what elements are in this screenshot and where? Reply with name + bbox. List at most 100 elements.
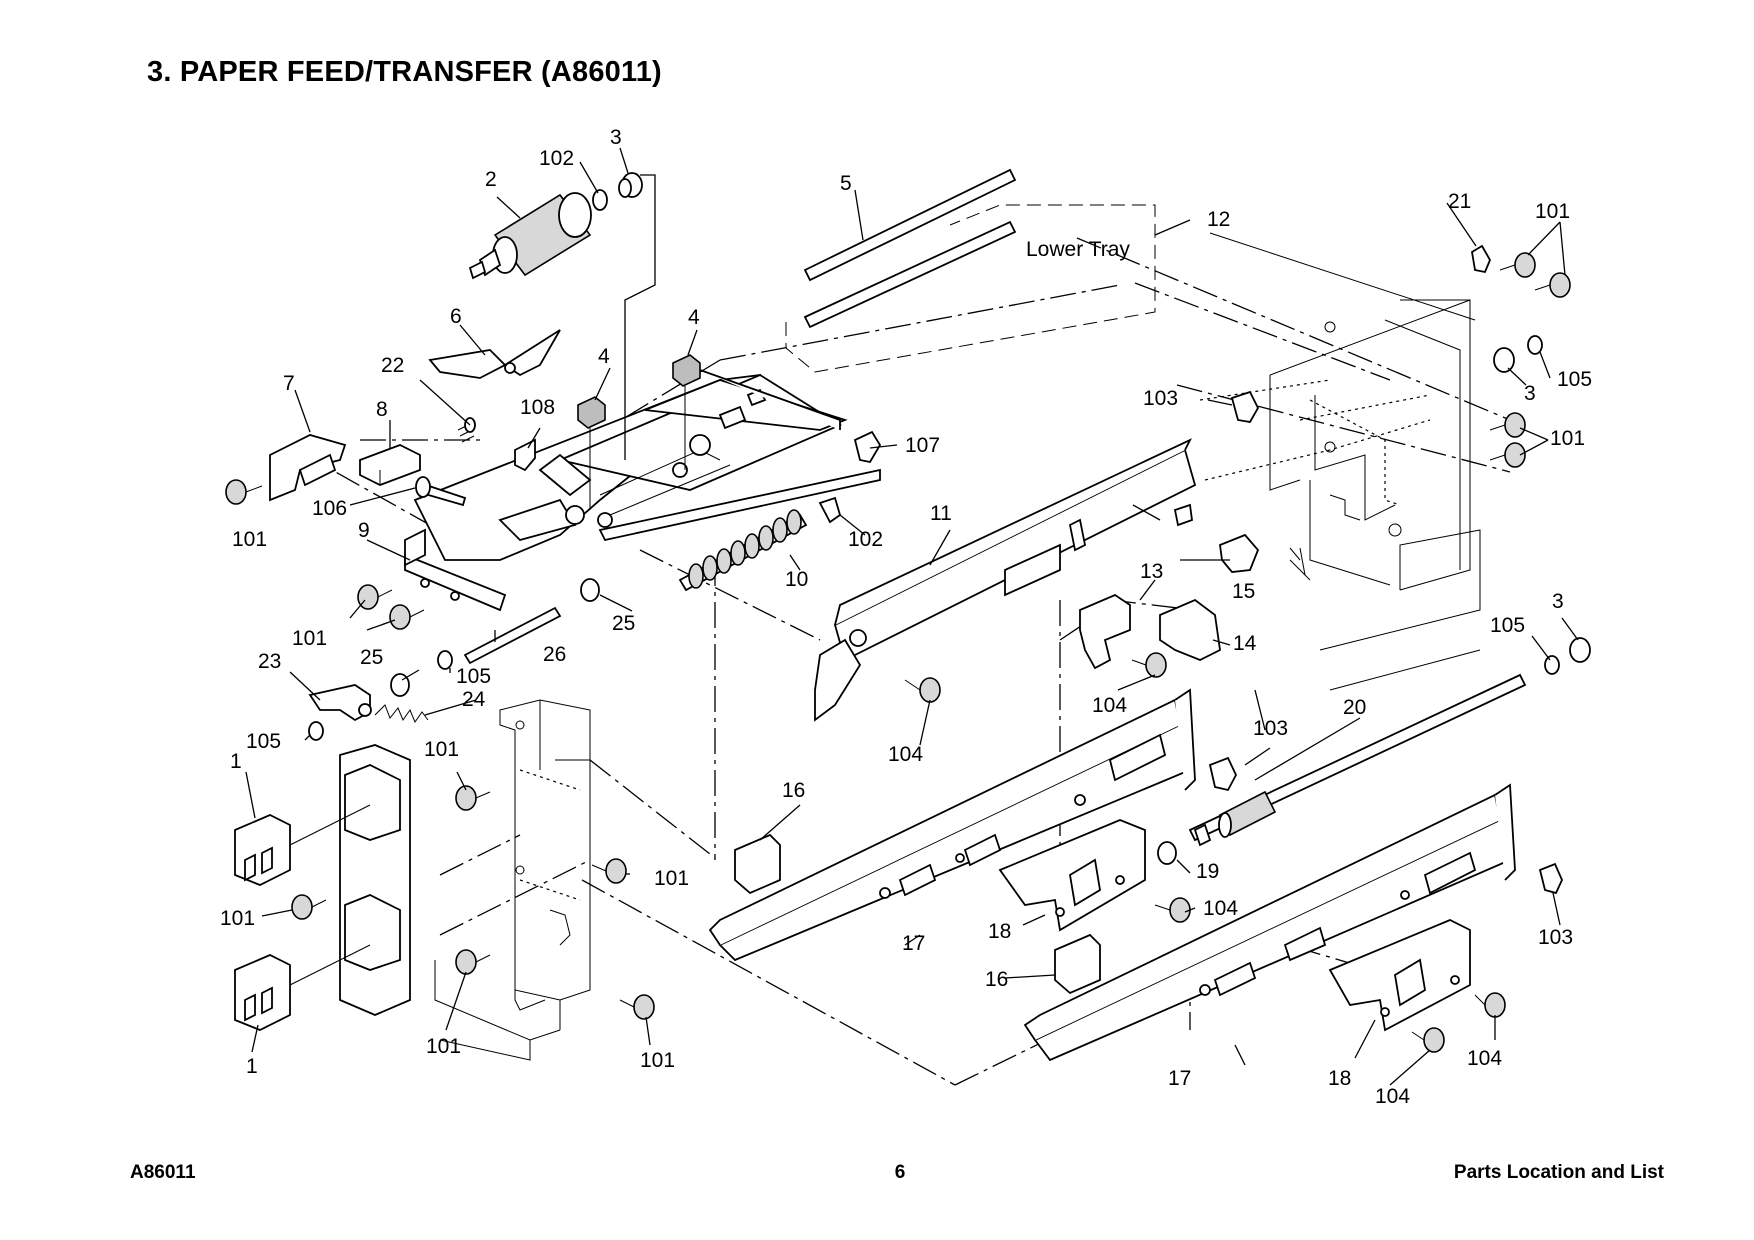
upper-guide-plate-assembly (413, 369, 881, 561)
bushing-25-left (390, 673, 410, 697)
label-10: 10 (785, 568, 808, 591)
label-20: 20 (1343, 696, 1366, 719)
label-105: 105 (456, 665, 491, 688)
label-105: 105 (1490, 614, 1525, 637)
bushing-19 (1157, 841, 1177, 865)
label-101: 101 (292, 627, 327, 650)
screws (225, 252, 1571, 1053)
label-5: 5 (840, 172, 852, 195)
footer-section-title: Parts Location and List (1453, 1162, 1664, 1183)
label-8: 8 (376, 398, 388, 421)
label-25: 25 (612, 612, 635, 635)
connector-holder (289, 744, 411, 1016)
label-2: 2 (485, 168, 497, 191)
label-107: 107 (905, 434, 940, 457)
label-105: 105 (1557, 368, 1592, 391)
bracket-13 (1079, 593, 1131, 670)
bushing-25-right (580, 578, 600, 602)
e-ring-102-top (592, 189, 608, 211)
label-16: 16 (985, 968, 1008, 991)
label-21: 21 (1448, 190, 1471, 213)
screw-106 (415, 476, 467, 507)
gear-2 (468, 192, 592, 280)
label-101: 101 (1535, 200, 1570, 223)
label-3: 3 (1524, 382, 1536, 405)
label-104: 104 (1092, 694, 1127, 717)
guide-plate-11 (814, 438, 1197, 722)
page-title: 3. PAPER FEED/TRANSFER (A86011) (147, 56, 662, 88)
bracket-18-lower (1328, 919, 1471, 1032)
right-side-frame (1199, 232, 1481, 691)
leader-lines (245, 147, 1579, 1086)
label-22: 22 (381, 354, 404, 377)
lever-6 (428, 329, 561, 379)
label-103: 103 (1143, 387, 1178, 410)
bracket-9 (404, 528, 507, 612)
label-1: 1 (230, 750, 242, 773)
e-ring-105-right (1527, 335, 1560, 675)
footer-doc-code: A86011 (130, 1162, 196, 1183)
label-101: 101 (654, 867, 689, 890)
label-3: 3 (610, 126, 622, 149)
left-side-frame (434, 699, 591, 1061)
label-14: 14 (1233, 632, 1257, 655)
label-108: 108 (520, 396, 555, 419)
lower-tray-label: Lower Tray (1026, 238, 1130, 261)
spring-24 (374, 704, 429, 724)
clip-103-bottom (1538, 862, 1563, 895)
label-104: 104 (1467, 1047, 1502, 1070)
connector-1-lower (234, 954, 291, 1031)
label-18: 18 (1328, 1067, 1351, 1090)
label-16: 16 (782, 779, 805, 802)
label-25: 25 (360, 646, 383, 669)
label-26: 26 (543, 643, 566, 666)
label-15: 15 (1232, 580, 1255, 603)
label-6: 6 (450, 305, 462, 328)
label-101: 101 (424, 738, 459, 761)
label-18: 18 (988, 920, 1011, 943)
label-102: 102 (539, 147, 574, 170)
label-3: 3 (1552, 590, 1564, 613)
bushing-3-top (618, 172, 643, 198)
connector-16-lower (1054, 933, 1101, 995)
leader-3-frame (624, 174, 656, 460)
bracket-18-upper (998, 819, 1146, 932)
label-101: 101 (640, 1049, 675, 1072)
connector-1-upper (234, 814, 291, 886)
label-19: 19 (1196, 860, 1219, 883)
label-7: 7 (283, 372, 295, 395)
label-17: 17 (902, 932, 925, 955)
sensor-8 (359, 444, 421, 486)
label-101: 101 (1550, 427, 1585, 450)
bracket-7 (269, 434, 347, 502)
e-ring-102-right (818, 496, 842, 524)
shaft-20 (1188, 673, 1527, 847)
label-101: 101 (220, 907, 255, 930)
clip-107 (853, 430, 882, 464)
shaft-5 (803, 168, 1017, 329)
rail-17-lower (1023, 783, 1516, 1062)
label-102: 102 (848, 528, 883, 551)
clip-15 (1219, 533, 1260, 573)
e-ring-105-left (308, 650, 453, 741)
lever-23 (308, 684, 372, 722)
roller-10 (678, 509, 808, 592)
label-105: 105 (246, 730, 281, 753)
label-4: 4 (598, 345, 610, 368)
label-103: 103 (1253, 717, 1288, 740)
label-106: 106 (312, 497, 347, 520)
label-24: 24 (462, 688, 486, 711)
clip-103-mid (1208, 756, 1238, 792)
connector-16-upper (734, 833, 781, 895)
label-13: 13 (1140, 560, 1163, 583)
clip-21 (1471, 244, 1492, 274)
label-103: 103 (1538, 926, 1573, 949)
label-12: 12 (1207, 208, 1230, 231)
assembly-guide-lines (299, 237, 1511, 1086)
rail-17-upper (708, 688, 1196, 962)
bushing-3-right (1493, 347, 1591, 663)
clip-103-top (1230, 390, 1260, 423)
shaft-26 (463, 606, 562, 665)
label-11: 11 (930, 502, 952, 525)
